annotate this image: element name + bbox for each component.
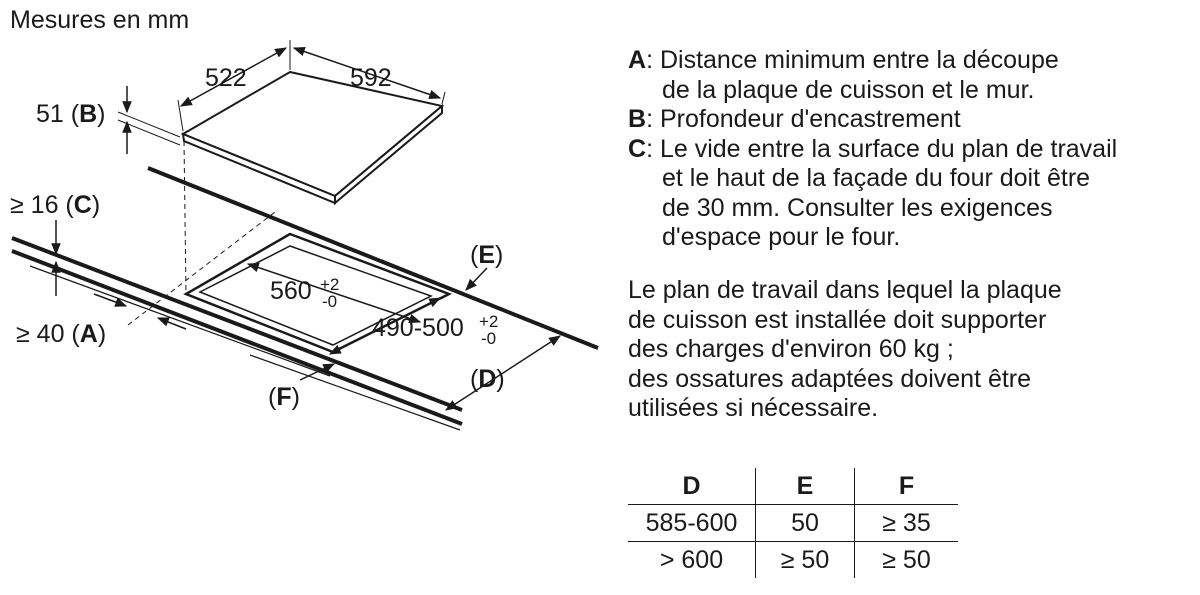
legend-key: B xyxy=(628,105,647,133)
dim-line-490 xyxy=(328,297,442,355)
legend-item-c: C: Le vide entre la surface du plan de t… xyxy=(628,135,1198,253)
note-line: utilisées si nécessaire. xyxy=(628,394,879,422)
legend-text: de la plaque de cuisson et le mur. xyxy=(662,75,1035,104)
table-header-e: E xyxy=(755,468,855,505)
arrow-f xyxy=(299,363,336,381)
dim-label-490: 490-500 xyxy=(372,314,464,342)
projection-line-hob xyxy=(183,140,187,295)
table-cell: > 600 xyxy=(628,541,756,578)
arrow-a-left xyxy=(93,293,128,307)
hob-side-edge xyxy=(334,103,443,206)
dim-label-560: 560 xyxy=(270,277,312,305)
table-header-row: D E F xyxy=(628,468,958,505)
dim-label-592: 592 xyxy=(350,64,392,92)
dim-tol-490-minus: -0 xyxy=(481,329,496,348)
table-cell: ≥ 50 xyxy=(755,541,855,578)
legend-text: et le haut de la façade du four doit êtr… xyxy=(662,164,1091,192)
dim-label-d: (D) xyxy=(470,365,505,393)
note-line: Le plan de travail dans lequel la plaque xyxy=(628,276,1062,304)
legend-key: C xyxy=(628,134,647,163)
legend: A: Distance minimum entre la découpe de … xyxy=(628,46,1198,253)
legend-text: Distance minimum entre la découpe xyxy=(659,46,1059,74)
table-header-d: D xyxy=(628,468,756,505)
worktop-illustration xyxy=(11,166,599,431)
dim-line-592 xyxy=(292,46,442,100)
dim-tol-490-plus: +2 xyxy=(479,312,498,331)
spec-table: D E F 585-600 50 ≥ 35 > 600 ≥ 50 ≥ 50 xyxy=(628,468,958,578)
dim-label-b: 51 (B) xyxy=(36,100,105,128)
arrow-e xyxy=(465,267,488,291)
installation-diagram: Mesures en mm 522 592 51 (B) 560 +2 xyxy=(10,6,599,431)
arrow-a-right xyxy=(156,317,187,330)
page-title: Mesures en mm xyxy=(10,6,189,34)
dim-label-a: ≥ 40 (A) xyxy=(16,320,106,348)
table-row: > 600 ≥ 50 ≥ 50 xyxy=(628,541,958,578)
note-line: des charges d'environ 60 kg ; xyxy=(628,335,954,363)
table-cell: ≥ 35 xyxy=(854,504,958,542)
ext-line-592 xyxy=(441,91,446,105)
legend-item-b: B: Profondeur d'encastrement xyxy=(628,105,961,133)
legend-text: Le vide entre la surface du plan de trav… xyxy=(659,134,1118,163)
table-cell: ≥ 50 xyxy=(854,541,958,578)
legend-text: Profondeur d'encastrement xyxy=(659,105,961,133)
table-cell: 50 xyxy=(755,504,855,542)
dim-label-f: (F) xyxy=(268,383,300,411)
note-line: des ossatures adaptées doivent être xyxy=(628,364,1032,393)
worktop-back-edge xyxy=(147,166,599,350)
dim-label-e: (E) xyxy=(470,241,503,269)
worktop-thin-edge-2 xyxy=(249,354,461,431)
dim-label-c: ≥ 16 (C) xyxy=(10,191,100,219)
legend-text: d'espace pour le four. xyxy=(662,223,901,251)
projection-line-left xyxy=(127,211,276,326)
worktop-front-top-edge xyxy=(11,236,463,412)
dim-tol-560-plus: +2 xyxy=(320,275,339,294)
dim-tol-560-minus: -0 xyxy=(322,292,337,311)
dim-label-522: 522 xyxy=(205,64,247,92)
legend-text: de 30 mm. Consulter les exigences xyxy=(662,193,1053,222)
table-cell: 585-600 xyxy=(628,504,756,542)
ext-line-b-top xyxy=(117,111,181,138)
load-note: Le plan de travail dans lequel la plaque… xyxy=(628,276,1062,424)
table-header-f: F xyxy=(898,471,915,500)
note-line: de cuisson est installée doit supporter xyxy=(628,305,1047,334)
worktop-thin-edge xyxy=(29,265,331,377)
legend-key: A xyxy=(628,46,647,74)
ext-line-522-a xyxy=(177,99,184,132)
dim-line-d xyxy=(444,335,562,411)
table-row: 585-600 50 ≥ 35 xyxy=(628,504,958,542)
worktop-front-bottom-edge xyxy=(11,249,463,426)
legend-item-a: A: Distance minimum entre la découpe de … xyxy=(628,46,1198,105)
dim-line-522 xyxy=(179,47,288,107)
